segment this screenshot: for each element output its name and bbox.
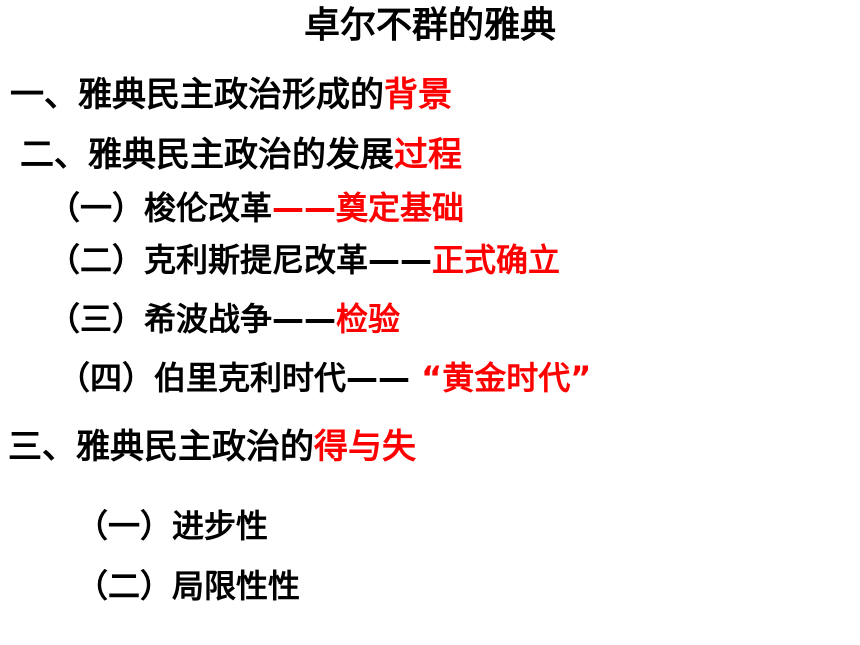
list-item-progressiveness: （一）进步性 <box>76 510 268 542</box>
section-heading-3-text: 三、雅典民主政治的 <box>8 427 314 467</box>
list-item-reform-solon: （一）梭伦改革——奠定基础 <box>48 192 464 224</box>
list-item-highlight: 检验 <box>336 300 401 338</box>
list-item-text: （一）梭伦改革 <box>48 189 273 227</box>
list-item-highlight: ——奠定基础 <box>272 189 465 227</box>
list-item-highlight: “黄金时代” <box>421 359 592 397</box>
section-heading-1: 一、雅典民主政治形成的背景 <box>10 78 452 112</box>
list-item-text: （三）希波战争—— <box>48 300 337 338</box>
list-item-text: （二）局限性性 <box>76 567 301 605</box>
section-heading-2: 二、雅典民主政治的发展过程 <box>20 138 462 172</box>
section-heading-3: 三、雅典民主政治的得与失 <box>8 430 416 464</box>
list-item-text: （四）伯里克利时代—— <box>58 359 422 397</box>
list-item-text: （一）进步性 <box>76 507 269 545</box>
section-heading-1-text: 一、雅典民主政治形成的 <box>10 75 384 115</box>
section-heading-2-text: 二、雅典民主政治的发展 <box>20 135 394 175</box>
section-heading-1-highlight: 背景 <box>384 75 452 115</box>
section-heading-2-highlight: 过程 <box>394 135 462 175</box>
section-heading-3-highlight: 得与失 <box>314 427 416 467</box>
list-item-greco-persian-war: （三）希波战争——检验 <box>48 303 400 335</box>
list-item-reform-cleisthenes: （二）克利斯提尼改革——正式确立 <box>48 244 560 276</box>
list-item-text: （二）克利斯提尼改革—— <box>48 241 433 279</box>
list-item-highlight: 正式确立 <box>432 241 561 279</box>
list-item-age-of-pericles: （四）伯里克利时代—— “黄金时代” <box>58 362 591 394</box>
list-item-limitations: （二）局限性性 <box>76 570 300 602</box>
slide-title: 卓尔不群的雅典 <box>303 5 556 46</box>
